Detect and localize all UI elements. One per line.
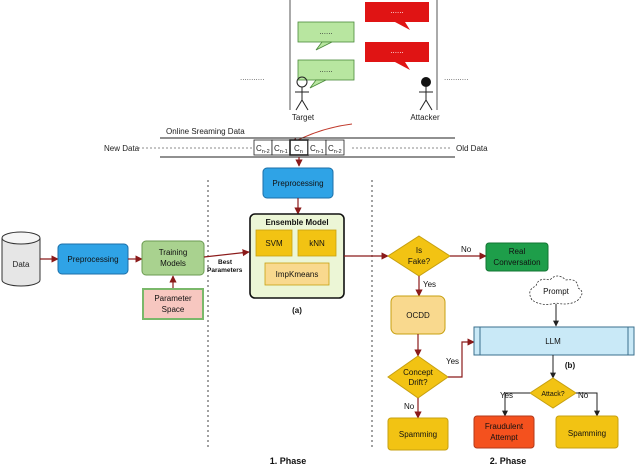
spamming-box-right: Spamming: [555, 415, 619, 449]
red-chat-bubble-1: ......: [365, 2, 429, 30]
spamming-box-left: Spamming: [387, 417, 449, 451]
real-conversation-box: Real Conversation: [485, 242, 549, 272]
stream-cells-c-n-plus-1-sub-text: n-1: [316, 149, 324, 155]
phase2-drift-line2-text: Drift?: [408, 378, 428, 387]
phase2-fraud-line1-text: Fraudulent: [485, 422, 524, 431]
best-parameters-label: Best: [218, 259, 233, 266]
stream-cells-c-n-minus-2-sub-text: n-2: [262, 149, 270, 155]
attack-no-label: No: [578, 391, 589, 400]
cell-c-n-plus-2: Cn-2: [328, 144, 342, 155]
llm-box: LLM: [473, 326, 635, 356]
data-label: Data: [13, 260, 30, 269]
drift-yes-label: Yes: [446, 357, 459, 366]
ensemble-impk-text: ImpKmeans: [276, 270, 319, 279]
phase2-spamming-right-text: Spamming: [568, 429, 606, 438]
stream-cells-c-n-sub-text: n: [300, 149, 303, 155]
phase2-llm-text: LLM: [545, 337, 561, 346]
chat-illustration: ...... ...... ...... ...... Target: [240, 0, 468, 144]
bubble-text: ......: [319, 65, 332, 74]
phase-1-label: 1. Phase: [270, 456, 307, 466]
stream-cells-c-n-plus-2-text: C: [328, 144, 334, 153]
is-fake-decision: Is Fake?: [387, 235, 451, 277]
cell-c-n-minus-2: Cn-2: [256, 144, 270, 155]
attacker-person-icon: [419, 77, 433, 111]
phase2-attack-text: Attack?: [541, 391, 564, 398]
ensemble-model-box: Ensemble Model SVM kNN ImpKmeans: [249, 213, 345, 299]
fraudulent-attempt-box: Fraudulent Attempt: [473, 415, 535, 449]
green-chat-bubble-1: ......: [297, 21, 355, 51]
stream-cells-c-n-minus-1-sub-text: n-1: [280, 149, 288, 155]
preprocessing-box-stream: Preprocessing: [262, 167, 334, 199]
attack-decision: Attack?: [529, 377, 577, 409]
stream-cells-c-n-minus-2-text: C: [256, 144, 262, 153]
knn-box: kNN: [297, 229, 337, 257]
svm-box: SVM: [255, 229, 293, 257]
phase2-is-fake-line2-text: Fake?: [408, 257, 431, 266]
ensemble-title: Ensemble Model: [265, 218, 328, 227]
data-stream: Online Sreaming Data New Data Old Data C…: [104, 127, 488, 167]
phase2-is-fake-line1-text: Is: [416, 246, 422, 255]
bubble-text: ......: [319, 27, 332, 36]
ocdd-box: OCDD: [390, 295, 446, 335]
cell-c-n: Cn: [294, 144, 303, 155]
drift-no-label: No: [404, 402, 415, 411]
stream-cells-c-n-plus-2-sub-text: n-2: [334, 149, 342, 155]
dots-right: ...........: [444, 73, 468, 82]
target-label: Target: [292, 113, 315, 122]
cell-c-n-minus-1: Cn-1: [274, 144, 288, 155]
phase2-ocdd-text: OCDD: [406, 311, 430, 320]
attack-yes-label: Yes: [500, 391, 513, 400]
stream-cells-c-n-plus-1-text: C: [310, 144, 316, 153]
phase2-drift-line1-text: Concept: [403, 368, 434, 377]
is-fake-no-label: No: [461, 245, 472, 254]
data-cylinder: Data: [1, 231, 41, 287]
old-data-label: Old Data: [456, 144, 488, 153]
phase2-spamming-left-text: Spamming: [399, 430, 437, 439]
prompt-cloud: Prompt: [529, 275, 583, 305]
phase2-prompt-text: Prompt: [543, 287, 570, 296]
phase1-preprocessing-text: Preprocessing: [67, 255, 118, 264]
stream-title: Online Sreaming Data: [166, 127, 245, 136]
phase-2-label: 2. Phase: [490, 456, 527, 466]
stream-cells-c-n-minus-1-text: C: [274, 144, 280, 153]
dots-left: ...........: [240, 73, 264, 82]
target-person-icon: [295, 76, 309, 111]
llm-caption: (b): [565, 361, 576, 370]
is-fake-yes-label: Yes: [423, 280, 436, 289]
phase1-training-line2-text: Models: [160, 259, 186, 268]
preprocessing-box-phase1: Preprocessing: [57, 243, 129, 275]
phase1-param-line2-text: Space: [162, 305, 185, 314]
bubble-text: ......: [390, 6, 403, 15]
phase2-real-line2-text: Conversation: [493, 258, 540, 267]
ensemble-caption: (a): [292, 306, 302, 315]
green-chat-bubble-2: ......: [297, 59, 355, 89]
impkmeans-box: ImpKmeans: [264, 262, 330, 286]
cell-c-n-plus-1: Cn-1: [310, 144, 324, 155]
attacker-label: Attacker: [410, 113, 440, 122]
phase1-param-line1-text: Parameter: [154, 294, 192, 303]
ensemble-preprocessing-text: Preprocessing: [272, 179, 323, 188]
new-data-label: New Data: [104, 144, 140, 153]
ensemble-svm-text: SVM: [265, 239, 283, 248]
red-chat-bubble-2: ......: [365, 42, 429, 70]
best-parameters-label-2: Parameters: [207, 267, 243, 274]
phase2-real-line1-text: Real: [509, 247, 526, 256]
concept-drift-decision: Concept Drift?: [387, 355, 449, 399]
phase1-training-line1-text: Training: [159, 248, 188, 257]
stream-cells-c-n-text: C: [294, 144, 300, 153]
phase2-fraud-line2-text: Attempt: [490, 433, 518, 442]
training-models-box: Training Models: [141, 240, 205, 276]
parameter-space-box: Parameter Space: [142, 288, 204, 320]
bubble-text: ......: [390, 46, 403, 55]
ensemble-knn-text: kNN: [309, 239, 325, 248]
